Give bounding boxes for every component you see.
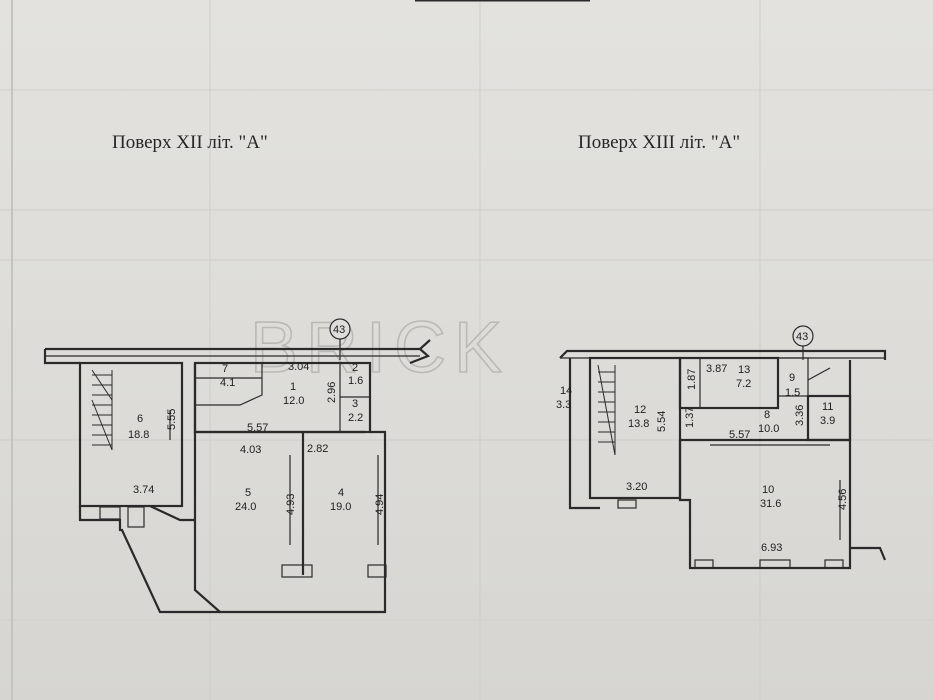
room-3-area: 2.2 — [348, 412, 363, 424]
dim-3-87: 3.87 — [706, 363, 727, 375]
dim-5-54: 5.54 — [656, 411, 668, 432]
dim-4-03: 4.03 — [240, 444, 261, 456]
dim-5-57: 5.57 — [247, 422, 268, 434]
room-8-area: 10.0 — [758, 423, 779, 435]
dim-4-93: 4.93 — [285, 494, 297, 515]
dim-5-57-upper: 5.57 — [729, 429, 750, 441]
dim-2-82: 2.82 — [307, 443, 328, 455]
room-5-area: 24.0 — [235, 501, 256, 513]
room-11-number: 11 — [822, 401, 833, 413]
floor-xiii-labels: 14 3.3 12 13.8 13 7.2 9 1.5 8 10.0 11 3.… — [556, 363, 849, 554]
room-9-area: 1.5 — [785, 387, 800, 399]
room-9-number: 9 — [789, 372, 795, 384]
room-11-area: 3.9 — [820, 415, 835, 427]
room-1-number: 1 — [290, 381, 296, 393]
room-7-area: 4.1 — [220, 377, 235, 389]
room-13-area: 7.2 — [736, 378, 751, 390]
dim-3-20: 3.20 — [626, 481, 647, 493]
floor-xii-plan — [43, 339, 431, 614]
room-4-area: 19.0 — [330, 501, 351, 513]
dim-1-37: 1.37 — [684, 407, 696, 428]
room-6-area: 18.8 — [128, 429, 149, 441]
dim-4-94: 4.94 — [374, 494, 386, 515]
dim-2-96: 2.96 — [326, 382, 338, 403]
building-number-xiii: 43 — [796, 331, 808, 343]
room-6-number: 6 — [137, 413, 143, 425]
room-13-number: 13 — [738, 364, 750, 376]
floor-title-xii: Поверх XII літ. "A" — [112, 132, 268, 153]
floor-title-xiii: Поверх XIII літ. "A" — [578, 132, 740, 153]
room-8-number: 8 — [764, 409, 770, 421]
dim-4-56: 4.56 — [837, 489, 849, 510]
room-2-number: 2 — [352, 362, 358, 374]
dim-3-04: 3.04 — [288, 361, 309, 373]
dim-3-36: 3.36 — [794, 405, 806, 426]
dim-6-93: 6.93 — [761, 542, 782, 554]
dim-5-55: 5.55 — [166, 409, 178, 430]
room-14-area: 3.3 — [556, 399, 571, 411]
dim-3-74: 3.74 — [133, 484, 154, 496]
room-12-number: 12 — [634, 404, 646, 416]
room-5-number: 5 — [245, 487, 251, 499]
room-10-area: 31.6 — [760, 498, 781, 510]
room-7-number: 7 — [222, 363, 228, 375]
room-1-area: 12.0 — [283, 395, 304, 407]
floor-xiii-plan — [559, 349, 887, 570]
building-number-badge: 43 43 — [329, 318, 814, 360]
building-number-xii: 43 — [333, 324, 345, 336]
room-14-number: 14 — [560, 385, 572, 397]
dim-1-87: 1.87 — [686, 369, 698, 390]
floor-xii-labels: 7 4.1 1 12.0 2 1.6 3 2.2 6 18.8 5 24.0 4… — [128, 361, 386, 515]
room-10-number: 10 — [762, 484, 774, 496]
room-3-number: 3 — [352, 398, 358, 410]
room-2-area: 1.6 — [348, 375, 363, 387]
room-4-number: 4 — [338, 487, 344, 499]
room-12-area: 13.8 — [628, 418, 649, 430]
